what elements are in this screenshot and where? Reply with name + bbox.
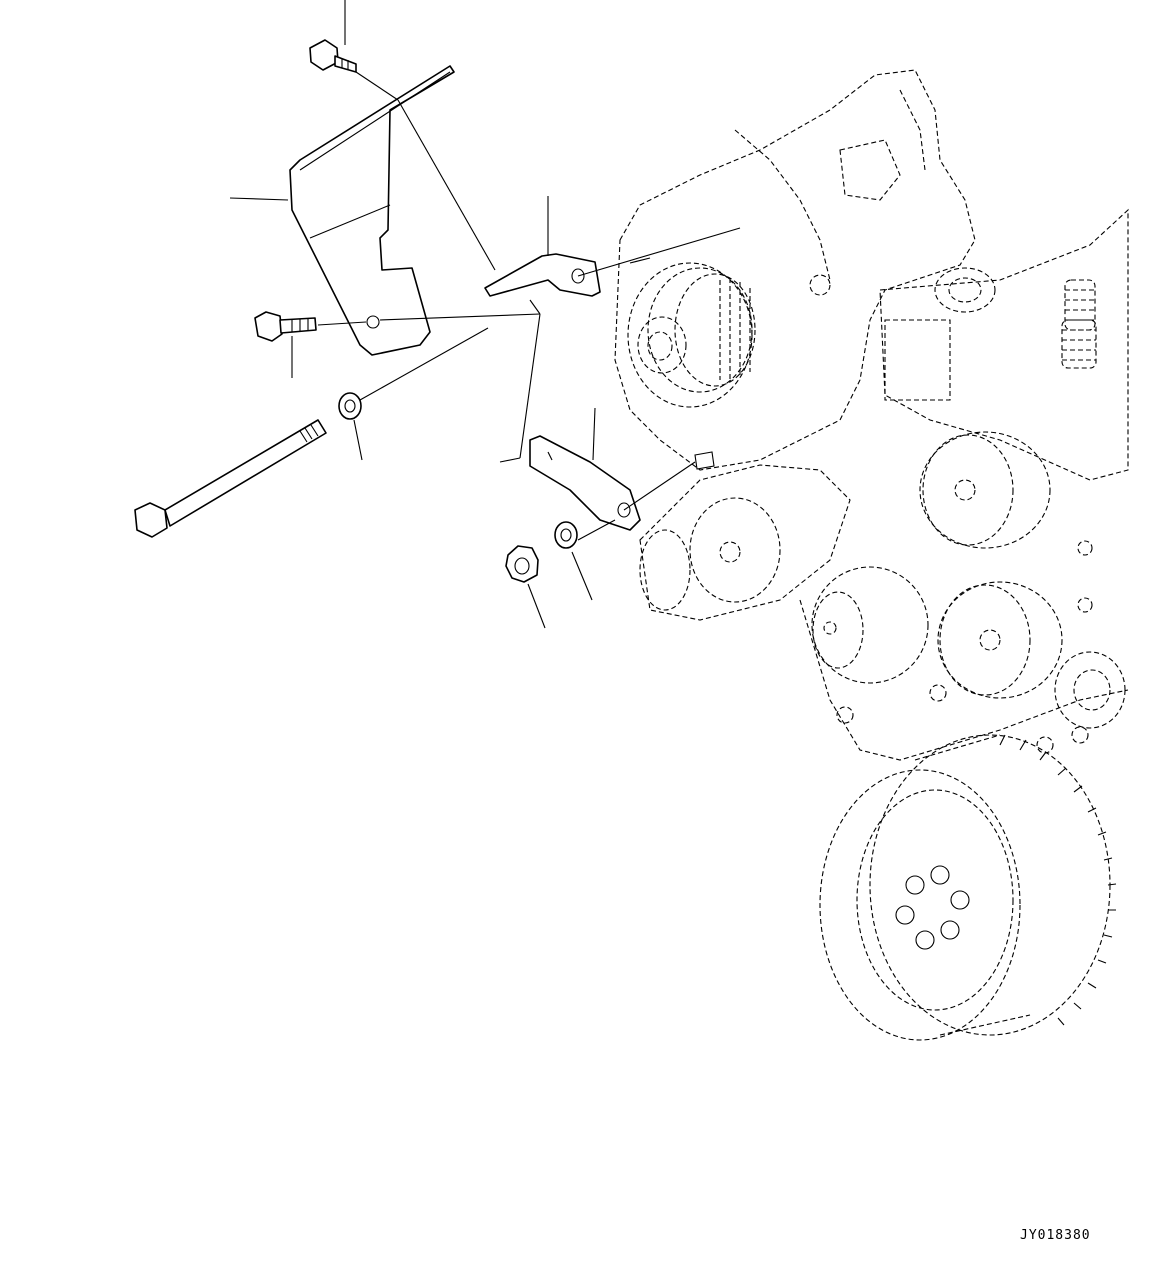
idler-pulley-upper xyxy=(919,431,1051,549)
valve-springs xyxy=(1061,279,1097,369)
flange-bolt-top xyxy=(309,0,357,73)
assembly-leader-lines xyxy=(317,71,741,541)
engine-phantom xyxy=(614,69,1129,1041)
long-bolt xyxy=(134,419,327,538)
damper-bolts xyxy=(895,865,970,950)
engine-stud xyxy=(629,257,715,470)
bracket-lower xyxy=(529,407,641,531)
washer-upper xyxy=(338,392,363,461)
flange-bolt-side xyxy=(254,311,317,378)
alternator-pulley xyxy=(627,262,756,408)
belt-tensioner xyxy=(639,464,851,621)
washer-lower xyxy=(554,521,593,601)
hex-nut xyxy=(505,545,546,629)
belt-cover-plate xyxy=(229,65,455,356)
l-bracket-upper xyxy=(484,196,601,297)
drawing-reference-code: JY018380 xyxy=(1020,1228,1091,1243)
crankshaft-damper xyxy=(819,734,1117,1041)
water-pump-pulley xyxy=(811,566,1063,699)
